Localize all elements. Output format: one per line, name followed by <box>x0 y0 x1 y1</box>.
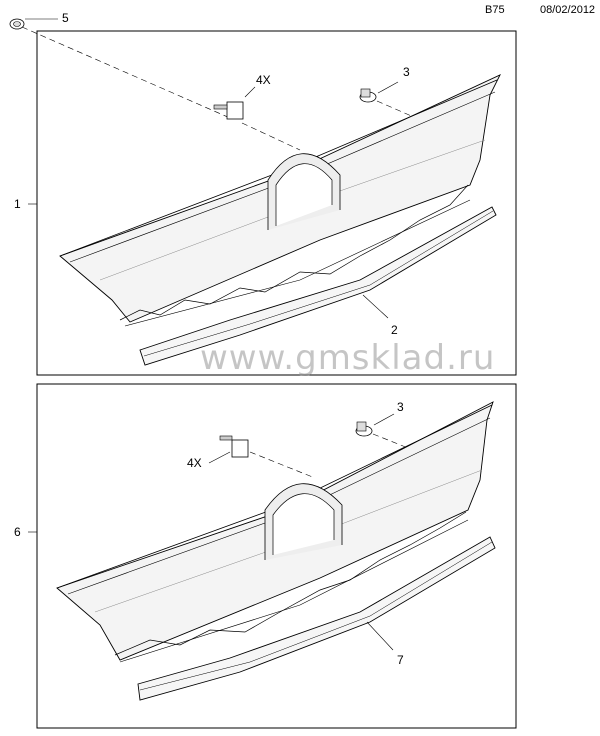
clip-icon <box>213 101 244 120</box>
callout-item-4x: 4X <box>187 456 202 470</box>
leader-line <box>362 294 389 319</box>
nut-icon <box>9 18 25 30</box>
trim-strip-top <box>139 206 497 366</box>
assembly-dashed-line <box>241 122 301 151</box>
leader-line <box>366 621 394 651</box>
assembly-dashed-line <box>376 100 417 119</box>
grille-assembly-top <box>59 74 501 327</box>
callout-item-5: 5 <box>62 11 69 25</box>
callout-item-3: 3 <box>397 400 404 414</box>
trim-strip-bottom <box>137 536 496 701</box>
clip-icon <box>219 435 249 458</box>
bottom-panel-frame <box>36 383 517 729</box>
callout-item-3: 3 <box>403 65 410 79</box>
screw-icon <box>355 421 373 437</box>
leader-line <box>373 413 395 426</box>
screw-icon <box>359 88 377 103</box>
assembly-dashed-line <box>21 26 231 119</box>
page-code: B75 <box>485 4 505 16</box>
watermark: www.gmsklad.ru <box>200 338 496 378</box>
diagram-date: 08/02/2012 <box>540 4 596 16</box>
callout-item-2: 2 <box>391 323 398 337</box>
callout-item-6: 6 <box>14 525 21 539</box>
leader-line <box>244 86 256 98</box>
grille-assembly-bottom <box>56 401 494 663</box>
callout-item-7: 7 <box>397 653 404 667</box>
callout-item-4x: 4X <box>256 73 271 87</box>
leader-line <box>377 81 399 94</box>
assembly-dashed-line <box>249 451 316 479</box>
leader-line <box>208 451 231 464</box>
top-panel-frame <box>36 30 517 376</box>
callout-item-1: 1 <box>14 197 21 211</box>
